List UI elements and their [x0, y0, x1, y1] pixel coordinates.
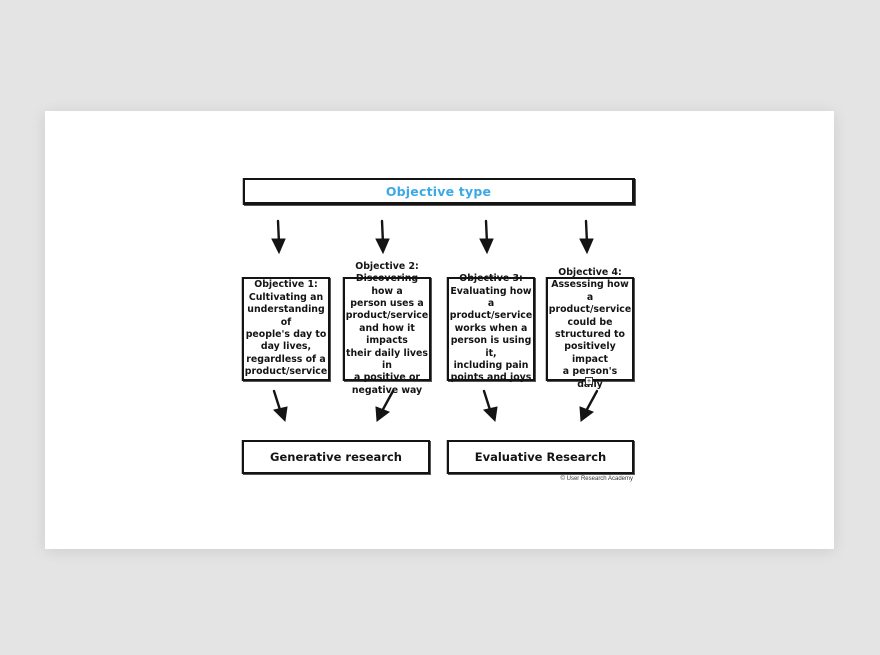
objective-4-line: structured to: [555, 329, 625, 340]
objective-2-line: Objective 2:: [355, 260, 419, 272]
objective-4-line: product/service: [548, 304, 632, 316]
objective-3-line: product/service: [449, 310, 533, 322]
arrow-down-1: [271, 219, 286, 255]
objective-3-line: Evaluating how a: [450, 285, 532, 309]
objective-2-line: person uses a: [350, 297, 424, 309]
objective-1-line: day lives,: [260, 341, 312, 353]
arrow-down-3: [479, 219, 494, 255]
objective-1-box: Objective 1: Cultivating an understandin…: [242, 277, 330, 381]
objective-1-line: people's day to: [245, 329, 327, 340]
objective-2-line: their daily lives in: [346, 347, 428, 372]
objective-3-line: works when a: [454, 322, 528, 334]
objective-type-header: Objective type: [243, 178, 635, 205]
objective-3-line: including pain: [453, 360, 529, 372]
arrow-down-4: [579, 219, 594, 255]
objective-1-line: product/service: [244, 366, 328, 378]
objective-4-line: could be: [567, 316, 613, 328]
objective-1-line: regardless of a: [246, 353, 326, 365]
objective-2-line: product/service: [345, 310, 429, 322]
objective-type-label: Objective type: [385, 183, 492, 199]
objective-3-box: Objective 3: Evaluating how a product/se…: [447, 273, 535, 384]
arrow-down-2: [375, 219, 390, 255]
connector-arrows: [271, 219, 599, 423]
objective-2-line: Discovering how a: [355, 273, 419, 297]
objective-3-line: points and joys: [450, 372, 532, 384]
objective-2-line: and how it impacts: [359, 322, 415, 347]
objective-3-line: Objective 3:: [459, 273, 523, 285]
objective-2-line: negative way: [351, 384, 423, 396]
objective-2-line: a positive or: [353, 372, 421, 384]
objective-3-line: person is using it,: [450, 335, 532, 359]
objective-4-line: Objective 4:: [558, 266, 622, 278]
objective-1-line: understanding of: [247, 304, 325, 328]
objective-4-box: Objective 4: Assessing how a product/ser…: [546, 267, 634, 390]
copyright-notice: © User Research Academy: [560, 476, 633, 482]
evaluative-research-box: Evaluative Research: [447, 440, 634, 474]
objective-1-line: Objective 1:: [254, 279, 318, 291]
objective-2-box: Objective 2: Discovering how a person us…: [343, 261, 431, 396]
objective-1-line: Cultivating an: [248, 291, 324, 303]
arrow-diag-1: [272, 389, 288, 423]
slide: Objective type: [45, 111, 834, 549]
arrow-diag-3: [482, 389, 498, 423]
plus-square-icon[interactable]: +: [585, 377, 593, 385]
objective-4-line: Assessing how a: [551, 279, 629, 303]
objective-4-line: positively impact: [564, 341, 616, 365]
generative-research-label: Generative research: [270, 450, 402, 464]
arrow-diag-4: [579, 389, 599, 422]
evaluative-research-label: Evaluative Research: [474, 450, 607, 464]
generative-research-box: Generative research: [242, 440, 430, 474]
